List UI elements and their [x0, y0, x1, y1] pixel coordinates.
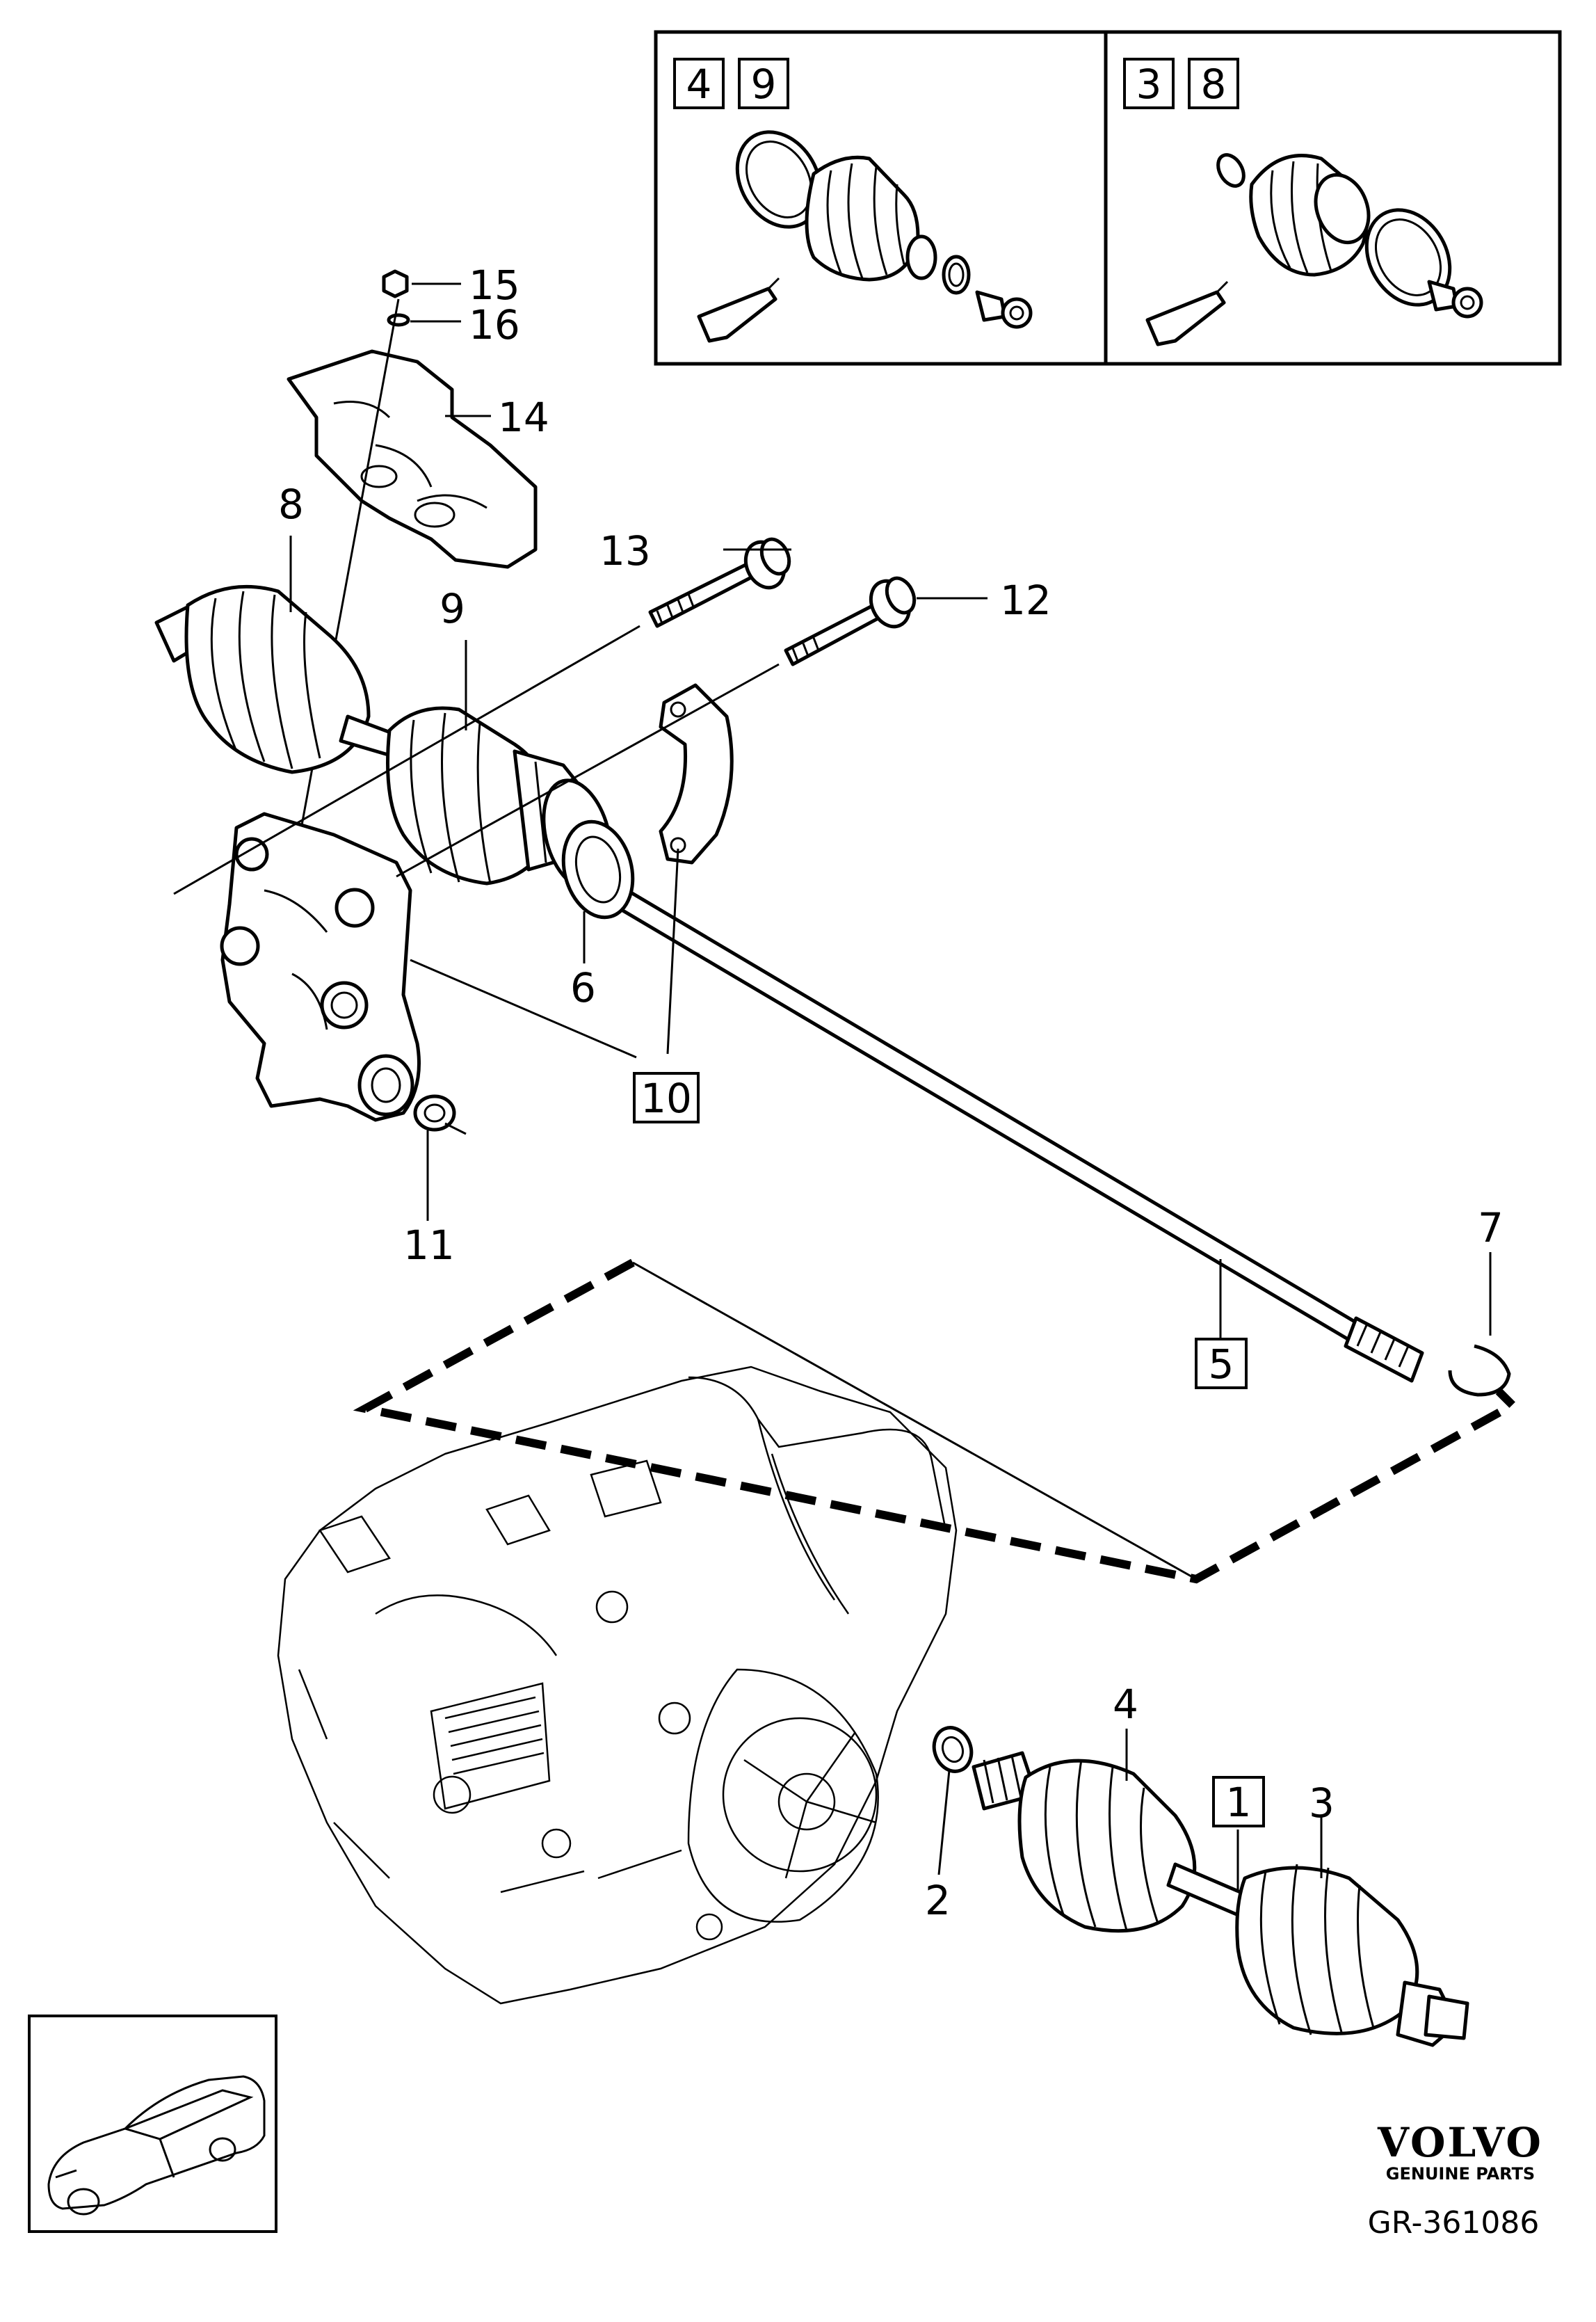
callout-5-box: 5: [1195, 1338, 1248, 1389]
leader-lines: [173, 282, 1492, 1892]
bolt-13: [648, 537, 791, 628]
callout-4: 4: [1113, 1681, 1138, 1728]
svg-text:9: 9: [440, 585, 465, 632]
callout-16: 16: [469, 301, 520, 349]
callout-2: 2: [925, 1877, 951, 1924]
circlip-7: [1448, 1344, 1511, 1397]
svg-text:1: 1: [1226, 1779, 1252, 1826]
svg-text:3: 3: [1309, 1779, 1335, 1827]
svg-text:11: 11: [403, 1222, 455, 1269]
svg-text:2: 2: [925, 1877, 951, 1924]
callout-11: 11: [403, 1222, 455, 1269]
cv-joint-8: [154, 584, 405, 774]
callout-10-box: 10: [633, 1072, 700, 1123]
svg-text:4: 4: [686, 61, 712, 108]
bolt-15: [382, 269, 409, 298]
genuine-parts-tagline: GENUINE PARTS: [1386, 2164, 1535, 2184]
svg-text:6: 6: [570, 964, 596, 1011]
svg-text:GR-361086: GR-361086: [1368, 2205, 1540, 2241]
callout-6: 6: [570, 964, 596, 1011]
callout-14: 14: [498, 394, 549, 441]
inset-panel: 4 9 3 8: [654, 30, 1562, 366]
callout-7: 7: [1478, 1204, 1504, 1251]
seal-2: [932, 1726, 974, 1773]
svg-text:16: 16: [469, 301, 520, 349]
callout-9: 9: [440, 585, 465, 632]
svg-text:8: 8: [1201, 61, 1227, 108]
bearing-6: [561, 819, 635, 920]
vehicle-thumbnail: [28, 2015, 277, 2233]
svg-text:8: 8: [278, 481, 304, 528]
dashed-outline: [353, 1258, 1520, 1584]
drive-shaft-1: [972, 1751, 1469, 2047]
bearing-cap-10: [659, 683, 734, 865]
intermediate-shaft-5: [593, 871, 1424, 1383]
callout-13: 13: [599, 527, 651, 575]
bolt-12: [784, 576, 917, 666]
svg-text:9: 9: [751, 61, 777, 108]
seal-11: [413, 1094, 456, 1132]
svg-text:14: 14: [498, 394, 549, 441]
callout-8: 8: [278, 481, 304, 528]
transmission-housing: [277, 1366, 958, 2005]
svg-text:7: 7: [1478, 1204, 1504, 1251]
svg-text:4: 4: [1113, 1681, 1138, 1728]
inset-box-4: 4: [673, 58, 725, 109]
svg-text:10: 10: [640, 1075, 692, 1122]
callout-1-box: 1: [1212, 1776, 1265, 1827]
svg-text:5: 5: [1209, 1340, 1234, 1388]
callout-12: 12: [1000, 577, 1051, 624]
inset-box-8: 8: [1188, 58, 1239, 109]
callout-15: 15: [469, 262, 520, 309]
volvo-logo: VOLVO: [1377, 2119, 1543, 2166]
callout-3: 3: [1309, 1779, 1335, 1827]
heat-shield: [287, 349, 538, 569]
svg-text:13: 13: [599, 527, 651, 575]
svg-text:GENUINE PARTS: GENUINE PARTS: [1386, 2164, 1535, 2184]
support-bracket: [220, 812, 421, 1122]
svg-text:15: 15: [469, 262, 520, 309]
svg-text:3: 3: [1136, 61, 1162, 108]
inset-box-9: 9: [738, 58, 789, 109]
svg-text:VOLVO: VOLVO: [1377, 2119, 1543, 2166]
svg-text:12: 12: [1000, 577, 1051, 624]
diagram-id: GR-361086: [1368, 2205, 1540, 2241]
inset-box-3: 3: [1123, 58, 1175, 109]
inset-right-boot-kit: [1145, 153, 1483, 346]
inset-left-boot-kit: [697, 130, 1033, 343]
washer-16: [387, 313, 410, 327]
